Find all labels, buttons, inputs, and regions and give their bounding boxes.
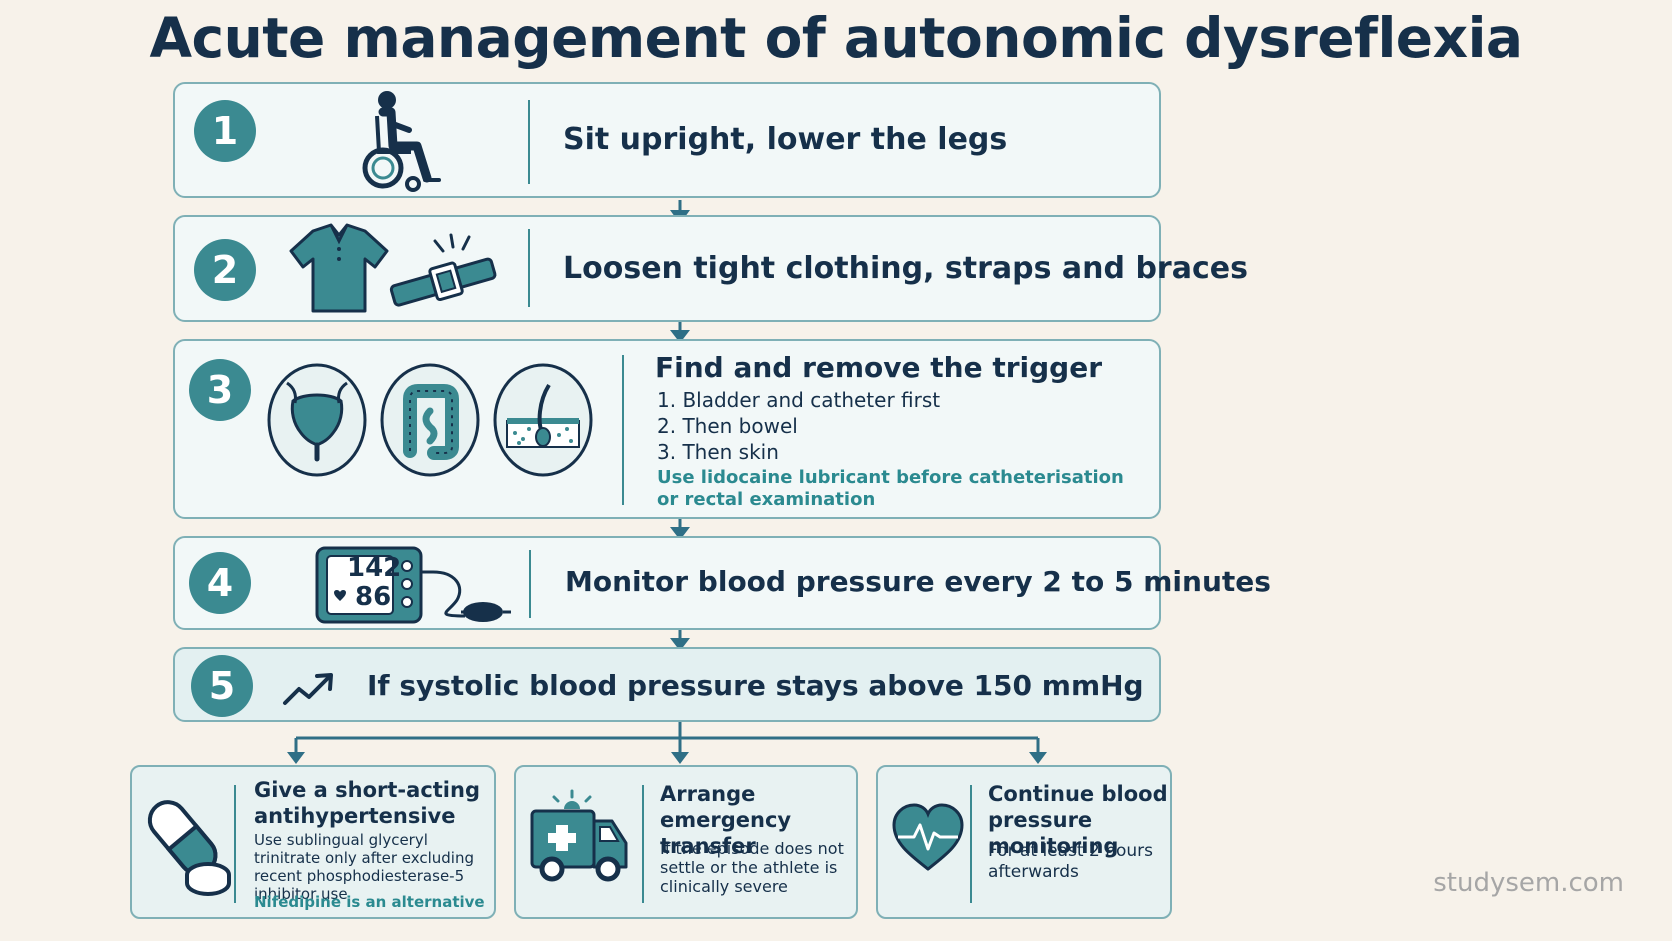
outcome-transfer-card: Arrange emergency transfer If the episod… xyxy=(514,765,858,919)
outcome-antihypertensive-card: Give a short-acting antihypertensive Use… xyxy=(130,765,496,919)
outcome-transfer-title: Arrange emergency transfer xyxy=(660,781,856,859)
step-5-text: If systolic blood pressure stays above 1… xyxy=(367,669,1144,702)
trigger-item: 2. Then bowel xyxy=(657,414,798,438)
trigger-item: 3. Then skin xyxy=(657,440,779,464)
card-title-line: pressure monitoring xyxy=(988,808,1119,858)
outcome-monitoring-title: Continue blood pressure monitoring xyxy=(988,781,1170,859)
lidocaine-note-line: or rectal examination xyxy=(657,489,876,510)
card-title-line: Continue blood xyxy=(988,782,1168,806)
step-4-text: Monitor blood pressure every 2 to 5 minu… xyxy=(565,565,1271,598)
trigger-list: 1. Bladder and catheter first 2. Then bo… xyxy=(657,387,940,465)
outcome-monitoring-body: For at least 2 hours afterwards xyxy=(988,841,1153,882)
step-5-card: 5 If systolic blood pressure stays above… xyxy=(173,647,1161,722)
skin-icon xyxy=(493,363,593,477)
trigger-item: 1. Bladder and catheter first xyxy=(657,388,941,412)
lidocaine-note-line: Use lidocaine lubricant before catheteri… xyxy=(657,467,1124,488)
pill-icon xyxy=(147,800,231,896)
step-2-card: 2 Loosen tight clothing, straps and brac… xyxy=(173,215,1248,322)
step-1-text: Sit upright, lower the legs xyxy=(563,122,1008,157)
step-4-number: 4 xyxy=(189,552,251,614)
step-2-number: 2 xyxy=(194,239,256,301)
step-5-number: 5 xyxy=(191,655,253,717)
step-3-card: 3 Find and remove the trigger 1. Bladder… xyxy=(173,339,1161,519)
heart-pulse-icon xyxy=(892,803,964,871)
outcome-antihypertensive-body: Use sublingual glyceryl trinitrate only … xyxy=(254,831,474,903)
wheelchair-icon xyxy=(362,91,441,192)
monitor-systolic: 142 xyxy=(347,553,402,583)
page-title: Acute management of autonomic dysreflexi… xyxy=(149,6,1523,70)
card-title-line: Give a short-acting xyxy=(254,778,480,802)
card-title-line: transfer xyxy=(660,834,756,858)
outcome-antihypertensive-title: Give a short-acting antihypertensive xyxy=(254,777,480,829)
outcome-monitoring-card: Continue blood pressure monitoring For a… xyxy=(876,765,1172,919)
step-4-card: 4 142 86 Monitor blood pressure every 2 … xyxy=(173,536,1271,630)
lidocaine-note: Use lidocaine lubricant before catheteri… xyxy=(657,467,1124,511)
nifedipine-note: Nifedipine is an alternative xyxy=(254,893,485,911)
step-3-number: 3 xyxy=(189,359,251,421)
shirt-and-belt-icon xyxy=(289,223,497,313)
step-2-text: Loosen tight clothing, straps and braces xyxy=(563,251,1248,286)
trend-up-icon xyxy=(283,673,333,705)
outcome-transfer-body: If the episode does not settle or the at… xyxy=(660,839,844,896)
bladder-icon xyxy=(267,363,367,477)
step-3-text: Find and remove the trigger xyxy=(655,351,1103,384)
card-title-line: antihypertensive xyxy=(254,804,456,828)
step-1-number: 1 xyxy=(194,100,256,162)
bowel-icon xyxy=(380,363,480,477)
monitor-diastolic: 86 xyxy=(355,582,392,612)
ambulance-icon xyxy=(530,789,628,882)
card-title-line: Arrange emergency xyxy=(660,782,792,832)
step-1-card: 1 Sit upright, lower the legs xyxy=(173,82,1161,198)
watermark: studysem.com xyxy=(1433,868,1624,898)
blood-pressure-monitor-icon: 142 86 xyxy=(315,546,515,626)
